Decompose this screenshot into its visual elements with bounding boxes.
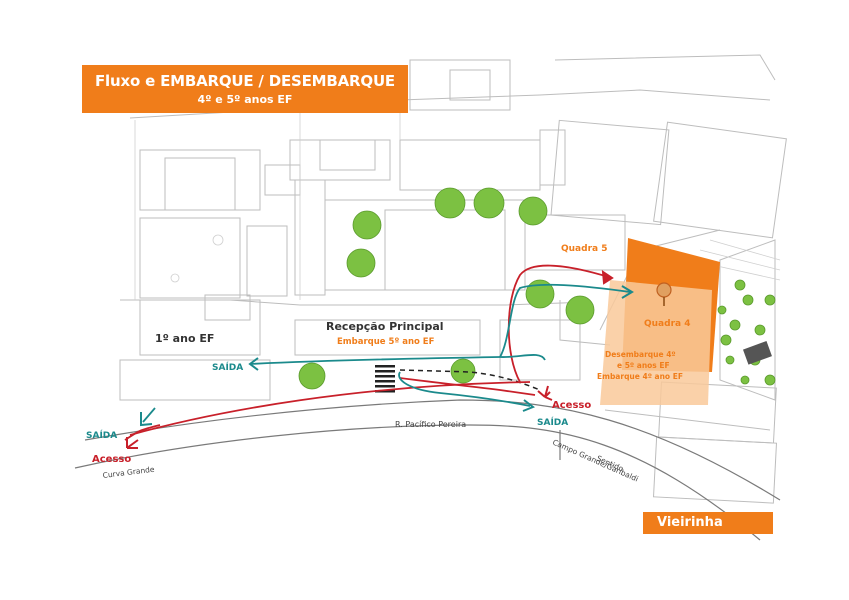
exit-arrows [140,285,634,427]
label-acesso-left: Acesso [92,454,131,465]
kiosk [742,341,772,365]
label-quadra-4: Quadra 4 [644,319,690,329]
label-street: R. Pacífico Pereira [395,420,466,429]
label-desembarque-1: Desembarque 4º [605,350,676,359]
access-arrows [126,270,614,449]
title-sub: 4º e 5º anos EF [197,93,293,106]
label-saida-top: SAÍDA [212,361,243,373]
label-embarque-5: Embarque 5º ano EF [337,337,435,347]
map-pin-icon [656,282,672,306]
label-sentido-2: Campo Grande/Garibaldi [551,438,640,484]
crosswalk [375,365,395,393]
vieirinha-badge: Vieirinha [643,512,773,534]
label-1-ano: 1º ano EF [155,332,214,345]
label-saida-left: SAÍDA [86,429,117,441]
label-embarque-4: Embarque 4º ano EF [597,372,683,381]
exit-routes [142,283,631,423]
label-acesso-right: Acesso [552,400,591,411]
access-routes [124,264,613,441]
label-curva: Curva Grande [102,465,155,480]
label-desembarque-2: e 5º anos EF [617,361,670,370]
label-recepcao: Recepção Principal [326,320,444,333]
streets [74,399,781,541]
title-banner: Fluxo e EMBARQUE / DESEMBARQUE 4º e 5º a… [82,65,408,113]
dashed-path [399,369,541,391]
desembarque-zone [600,280,712,405]
label-saida-right: SAÍDA [537,416,568,428]
label-quadra-5: Quadra 5 [561,244,607,254]
title-main: Fluxo e EMBARQUE / DESEMBARQUE [95,72,395,90]
